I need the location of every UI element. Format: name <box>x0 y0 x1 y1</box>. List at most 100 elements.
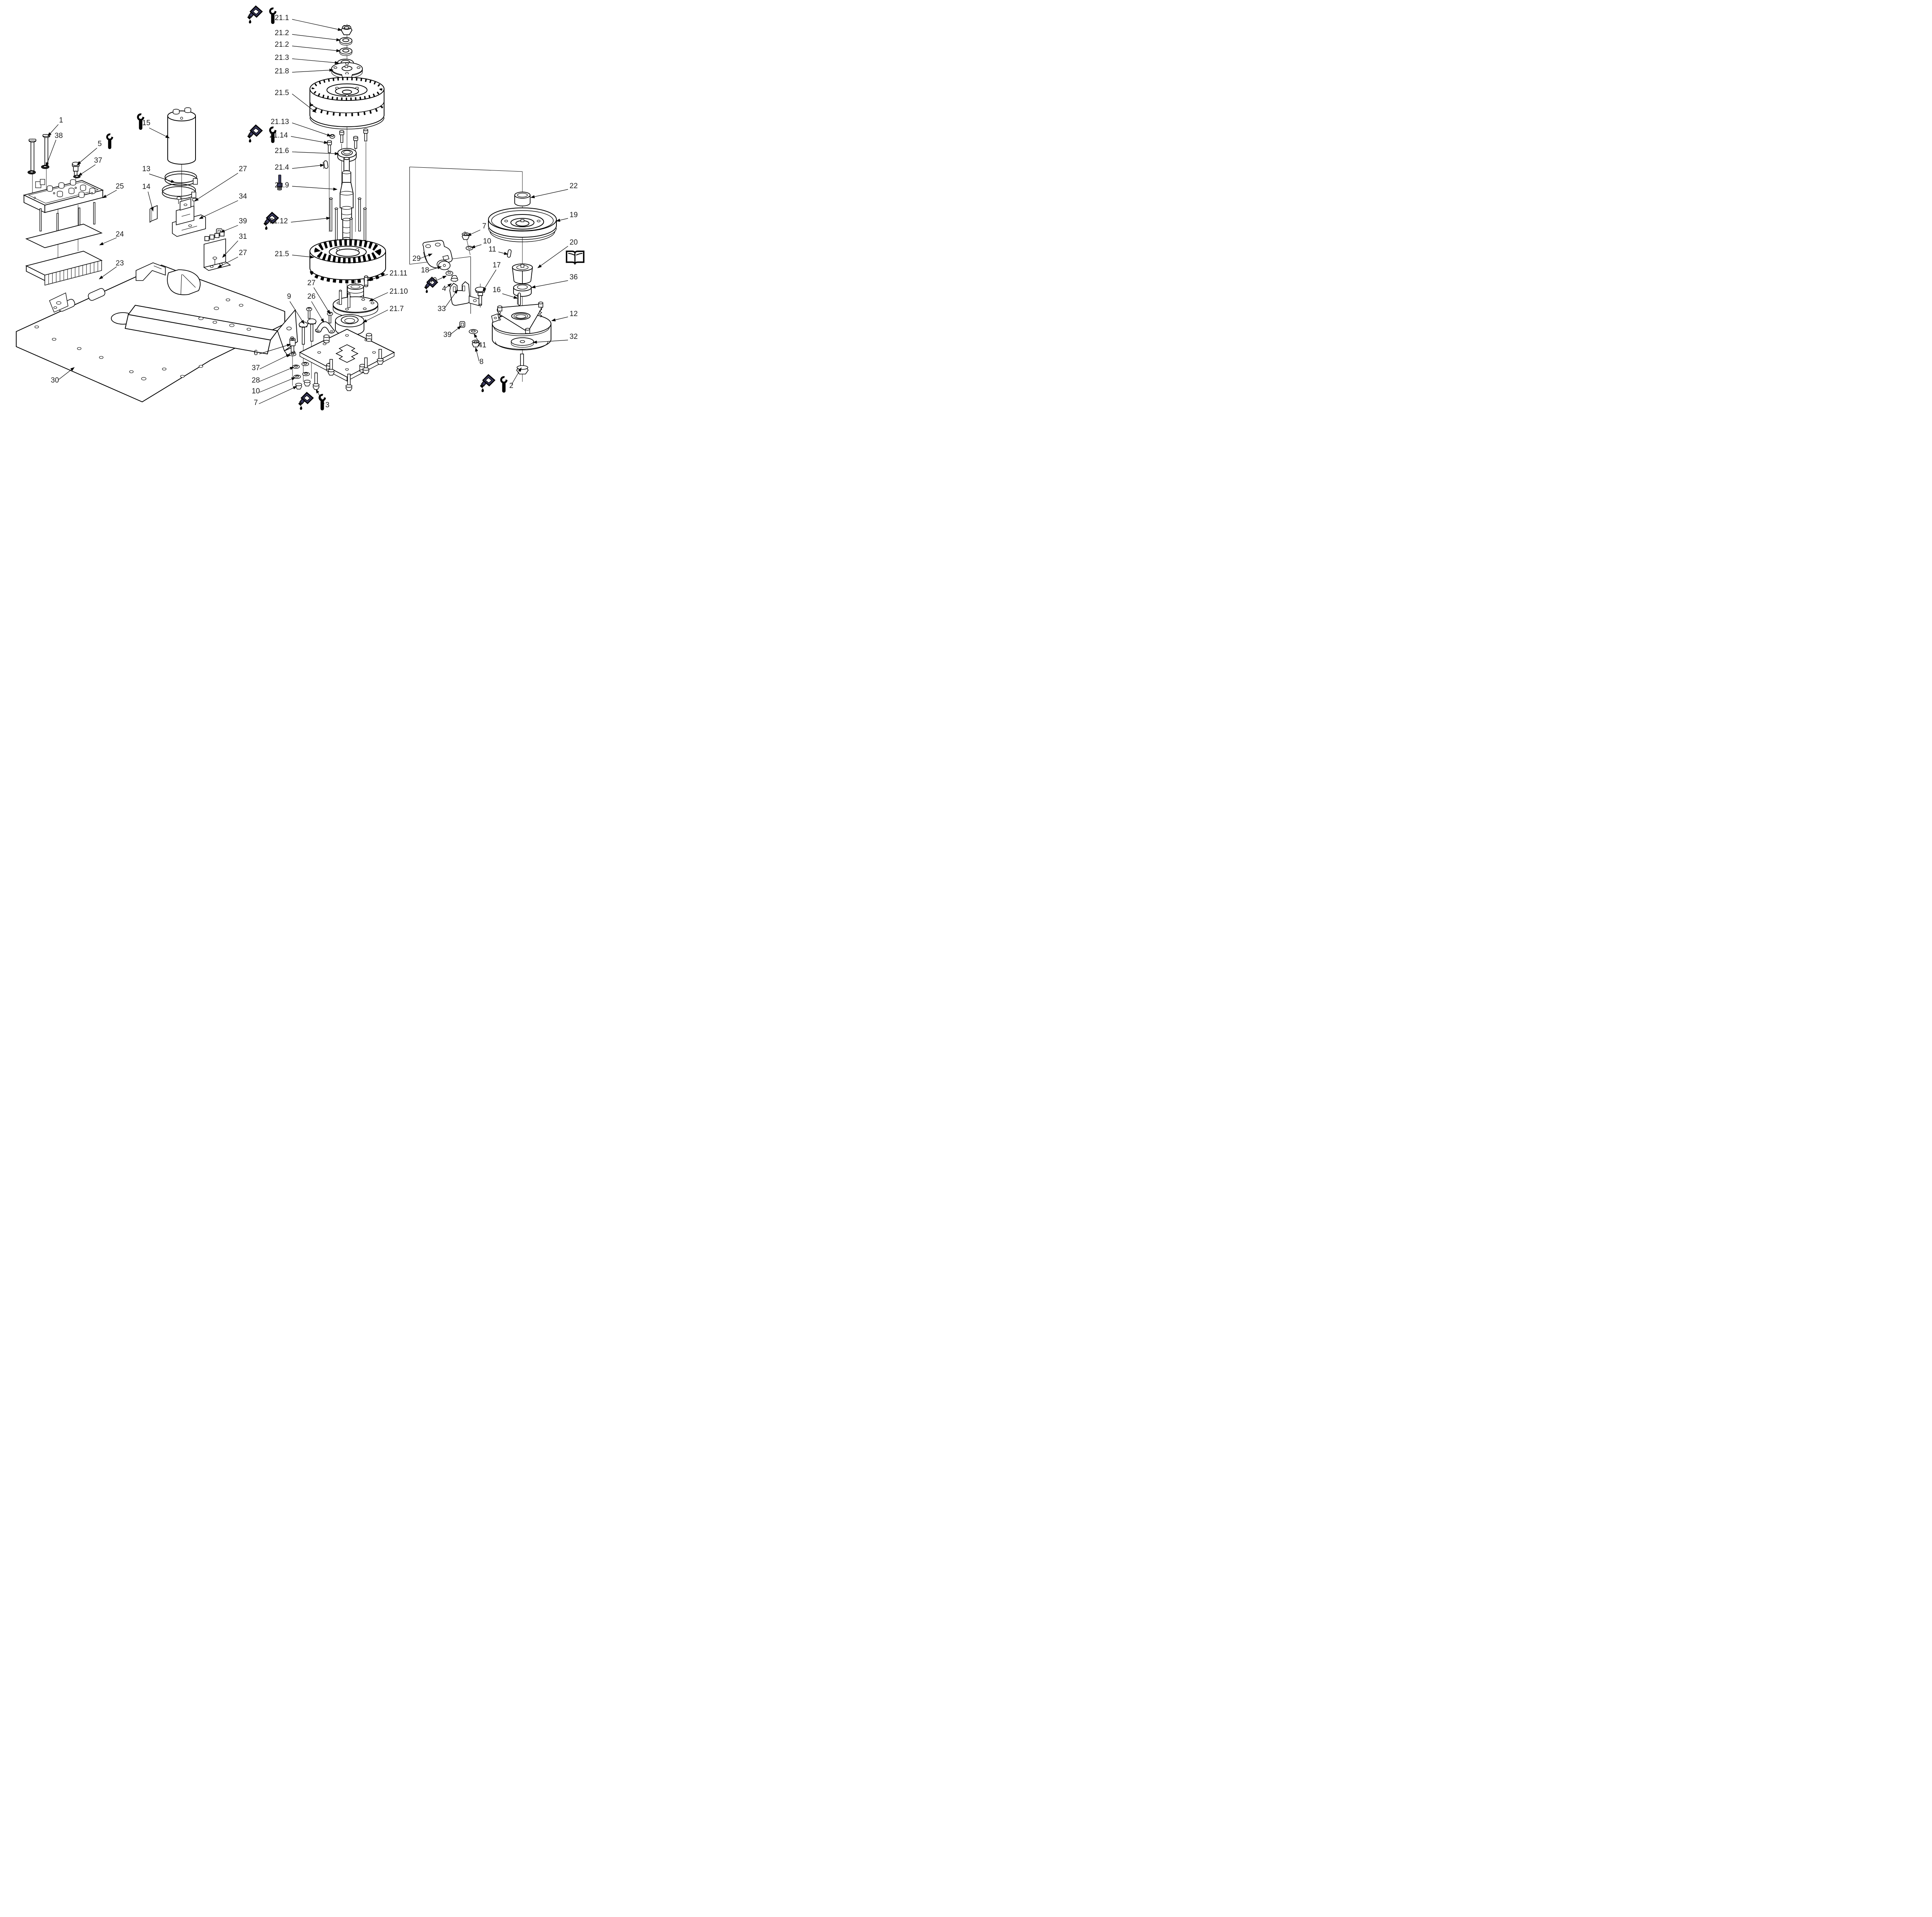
leader-line-21-7 <box>362 310 388 323</box>
part-label-p27c: 27 <box>307 279 315 287</box>
leader-line-21-8 <box>292 68 334 73</box>
plate-bolts <box>313 349 384 391</box>
leader-line-p27b <box>217 257 238 268</box>
part-label-p18: 18 <box>421 266 429 274</box>
part-label-21-10: 21.10 <box>389 287 408 296</box>
leader-line-21-10 <box>369 292 388 301</box>
part-label-p2: 2 <box>509 382 514 390</box>
part-label-p22: 22 <box>570 182 578 190</box>
heatsink <box>25 251 103 286</box>
leader-line-p41 <box>474 333 481 345</box>
part-label-p16: 16 <box>493 286 501 294</box>
part-label-p10b: 10 <box>483 237 491 245</box>
leader-line-p14 <box>148 191 154 212</box>
part-label-p15: 15 <box>142 119 150 127</box>
grease-bottle-icon <box>247 5 263 24</box>
flange-bolt <box>451 275 458 282</box>
leader-line-21-5a <box>292 94 317 113</box>
bearing-hub <box>333 284 378 317</box>
leader-line-p9 <box>289 301 304 325</box>
leader-line-p17 <box>483 269 497 292</box>
leader-line-p28 <box>259 367 294 382</box>
leader-line-p39b <box>450 326 462 335</box>
leader-line-p20 <box>537 246 568 268</box>
leader-line-p22 <box>530 189 568 198</box>
leader-line-21-1 <box>292 19 342 31</box>
leader-line-p40 <box>436 276 447 281</box>
part-label-p8: 8 <box>480 358 484 366</box>
leader-line-21-14 <box>291 136 328 144</box>
flat-washer-large <box>511 337 534 348</box>
center-bolt <box>516 354 529 374</box>
leader-line-p10a <box>259 377 296 393</box>
part-label-p36: 36 <box>570 273 578 281</box>
part-label-p12: 12 <box>570 310 578 318</box>
wrench-icon <box>500 376 510 393</box>
exploded-parts-diagram: 21.121.221.221.321.821.521.1321.1421.621… <box>16 5 585 410</box>
part-label-p5: 5 <box>98 140 102 148</box>
leader-line-p11 <box>498 252 509 255</box>
terminal-bracket <box>203 231 231 271</box>
part-label-21-1: 21.1 <box>275 14 289 22</box>
part-label-21-8: 21.8 <box>275 67 289 75</box>
part-label-p28: 28 <box>252 376 260 384</box>
part-label-p25: 25 <box>116 182 124 191</box>
leader-line-p23 <box>99 266 117 279</box>
part-label-p24: 24 <box>116 230 124 238</box>
upper-bearing <box>337 148 357 162</box>
leader-line-21-5b <box>292 255 315 259</box>
grease-bottle-icon <box>247 124 263 143</box>
leader-line-p27a <box>194 173 238 201</box>
part-label-p7a: 7 <box>254 399 258 407</box>
anchor-washer <box>469 329 478 334</box>
capacitor <box>167 107 196 165</box>
flat-washer-hole <box>75 175 79 177</box>
part-label-p9: 9 <box>287 293 291 301</box>
wrench-icon <box>106 133 116 149</box>
leader-line-p37a <box>78 164 96 176</box>
stator-studs <box>329 197 367 251</box>
part-label-p38: 38 <box>54 132 63 140</box>
leader-line-p38 <box>46 139 56 167</box>
leader-line-p37b <box>259 354 291 369</box>
part-label-21-5a: 21.5 <box>275 89 289 97</box>
callouts-layer: 21.121.221.221.321.821.521.1321.1421.621… <box>46 14 578 409</box>
part-label-p31: 31 <box>239 233 247 241</box>
leader-line-21-2b <box>292 46 341 52</box>
leader-line-p7a <box>259 386 298 404</box>
pivot-washer-2-hole <box>468 247 471 249</box>
part-label-p40: 40 <box>429 276 437 284</box>
carriage-bolts <box>299 318 316 345</box>
part-label-21-9: 21.9 <box>275 181 289 189</box>
pilot-bearing <box>513 284 532 297</box>
woodruff-key <box>323 160 328 169</box>
leader-line-p36 <box>531 280 568 289</box>
hose-clamp <box>162 171 198 199</box>
leader-line-p12 <box>551 316 568 321</box>
leader-line-p19 <box>556 218 568 222</box>
group-connector-line <box>409 167 523 172</box>
part-label-21-6: 21.6 <box>275 147 289 155</box>
part-label-p27a: 27 <box>239 165 247 173</box>
taper-bushing <box>512 264 533 284</box>
leader-line-21-4 <box>292 164 325 169</box>
leader-line-p32 <box>532 340 568 344</box>
leader-line-21-6 <box>292 151 339 155</box>
spring-washer <box>339 37 352 56</box>
leader-line-p16 <box>502 293 518 299</box>
leader-line-p10b <box>471 244 482 248</box>
book-icon <box>566 250 585 264</box>
leader-line-p18 <box>428 266 442 271</box>
part-label-21-4: 21.4 <box>275 163 289 172</box>
flywheel-rotor <box>310 77 384 129</box>
part-label-p39a: 39 <box>239 217 247 225</box>
leader-line-p13 <box>149 173 175 183</box>
pivot-nut <box>462 232 469 240</box>
dowel-pin <box>364 275 368 287</box>
leader-line-21-9 <box>292 186 338 191</box>
leader-line-p6 <box>259 344 291 354</box>
leader-line-p24 <box>99 237 117 245</box>
part-label-21-13: 21.13 <box>270 118 289 126</box>
part-label-p7b: 7 <box>482 222 486 230</box>
